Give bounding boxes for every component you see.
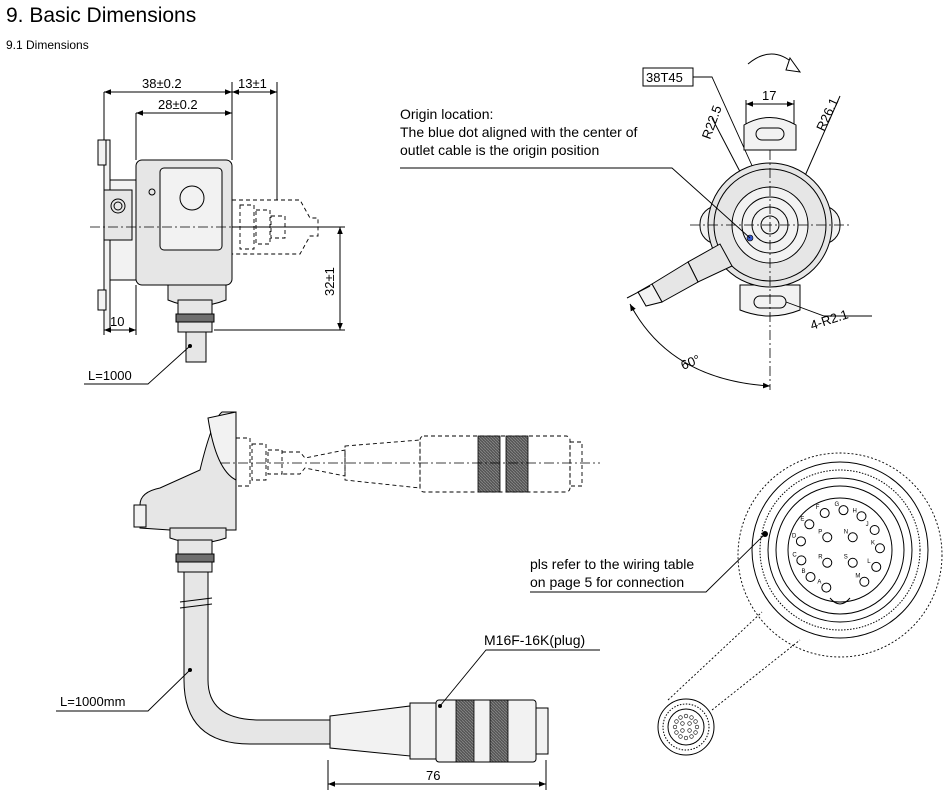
radius-26-1-label: R26.1 xyxy=(813,95,841,133)
connector-pin-label: D xyxy=(792,533,797,539)
connector-pin-label: J xyxy=(866,522,869,528)
dim-17-label: 17 xyxy=(762,88,776,103)
small-connector-pin xyxy=(689,734,694,739)
small-connector-pin xyxy=(683,735,689,741)
connector-pin xyxy=(796,555,807,566)
connector-pin-label: E xyxy=(800,516,804,522)
connector-pin xyxy=(821,582,832,593)
connector-pin-label: B xyxy=(802,569,806,575)
origin-title: Origin location: xyxy=(400,106,493,122)
small-connector-pin xyxy=(678,734,683,739)
small-connector-pin xyxy=(687,721,692,726)
connector-pin-label: G xyxy=(834,502,839,508)
dim-shaft-label: 13±1 xyxy=(238,76,267,91)
section-subtitle: 9.1 Dimensions xyxy=(6,38,89,52)
cable-length-mm-label: L=1000mm xyxy=(60,694,125,709)
connector-pin xyxy=(856,511,867,522)
connector-pin xyxy=(795,536,806,547)
side-view: 38±0.2 13±1 28±0.2 32±1 10 L=1000 xyxy=(84,76,345,385)
connector-pin-label: S xyxy=(844,555,848,561)
connector-pin xyxy=(859,576,870,587)
wiring-note-line-2: on page 5 for connection xyxy=(530,574,684,590)
dim-flange-label: 10 xyxy=(110,314,124,329)
page-title: 9. Basic Dimensions xyxy=(6,4,197,27)
connector-pin-label: L xyxy=(867,559,871,565)
connector-pin xyxy=(871,561,882,572)
angle-label: 60° xyxy=(679,352,703,373)
small-connector-pin xyxy=(694,724,700,730)
front-view: Origin location: The blue dot aligned wi… xyxy=(400,53,872,390)
slots-label: 4-R2.1 xyxy=(808,307,850,333)
small-connector-pin xyxy=(680,721,685,726)
connector-pin xyxy=(819,508,830,519)
plug-model-label: M16F-16K(plug) xyxy=(484,632,585,648)
cable-length-label: L=1000 xyxy=(88,368,132,383)
connector-pin-label: P xyxy=(818,529,822,535)
connector-pin xyxy=(822,532,833,543)
small-connector-pin xyxy=(687,728,692,733)
connector-pin-label: N xyxy=(844,529,848,535)
small-connector-pin xyxy=(693,719,698,724)
connector-pin xyxy=(838,505,849,516)
small-connector-pin xyxy=(680,728,685,733)
connector-pin xyxy=(805,572,816,583)
connector-pin xyxy=(874,543,885,554)
dim-height-label: 32±1 xyxy=(322,267,337,296)
dim-body-label: 28±0.2 xyxy=(158,97,198,112)
wiring-note-line-1: pls refer to the wiring table xyxy=(530,556,694,572)
small-connector-pin xyxy=(678,715,683,720)
connector-pin-label: C xyxy=(792,552,797,558)
small-connector-pin xyxy=(683,713,689,719)
connector-view: A B C D E F G H J K L M N P R S pls refer to the wiring… xyxy=(530,452,943,756)
connector-pin xyxy=(804,519,815,530)
connector-pin-label: H xyxy=(852,508,856,514)
connector-pin xyxy=(822,557,833,568)
small-connector-pin xyxy=(693,730,698,735)
connector-pin-label: F xyxy=(816,505,820,511)
plug-length-label: 76 xyxy=(426,768,440,783)
connector-pin-label: M xyxy=(855,574,860,580)
dim-overall-label: 38±0.2 xyxy=(142,76,182,91)
small-connector-pin xyxy=(674,719,679,724)
small-connector-pin xyxy=(672,724,678,730)
connector-pin xyxy=(869,525,880,535)
connector-pin-label: A xyxy=(817,580,821,586)
connector-pin-label: R xyxy=(818,555,823,561)
small-connector-pin xyxy=(689,715,694,720)
tolerance-box-label: 38T45 xyxy=(646,70,683,85)
connector-pin-label: K xyxy=(871,540,875,546)
small-connector-pin xyxy=(674,730,679,735)
origin-line-1: The blue dot aligned with the center of xyxy=(400,124,637,140)
cable-view: L=1000mm M16F-16K(plug) 76 xyxy=(56,411,600,790)
connector-pin xyxy=(847,557,858,568)
origin-line-2: outlet cable is the origin position xyxy=(400,142,599,158)
connector-pin xyxy=(847,532,858,543)
